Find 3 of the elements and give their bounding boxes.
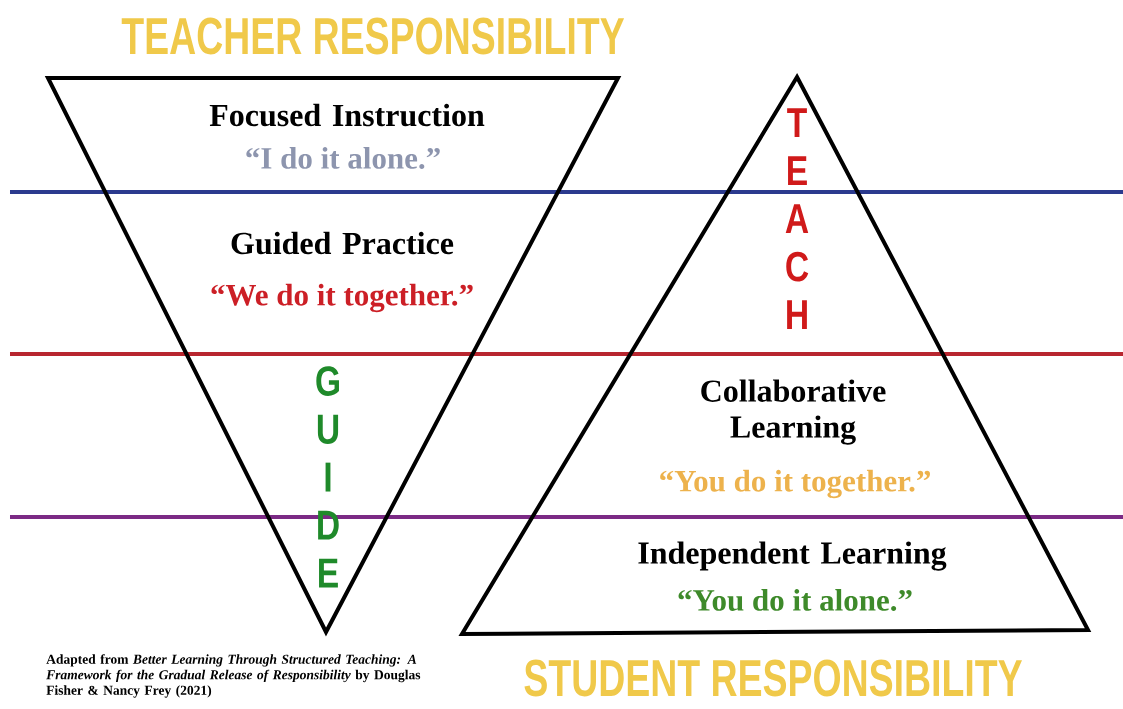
caption: Adapted from Better Learning Through Structured Teaching: A Framework for the Gradual Release of Responsibility by Douglas Fisher & Nancy Frey (2021) bbox=[46, 654, 421, 698]
heading: TEACHER RESPONSIBILITY bbox=[121, 17, 625, 55]
heading: STUDENT RESPONSIBILITY bbox=[524, 659, 1022, 697]
